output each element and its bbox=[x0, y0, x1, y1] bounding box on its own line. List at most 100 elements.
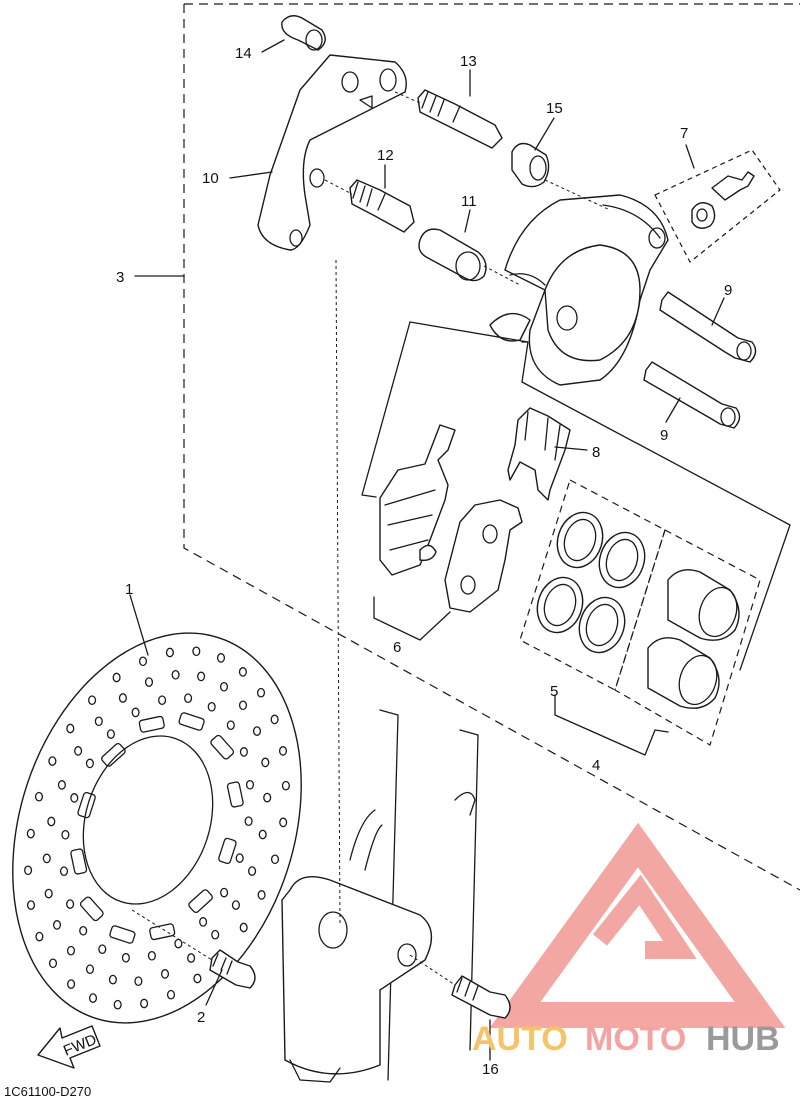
piston-kit-outline bbox=[614, 529, 761, 746]
diagram-code: 1C61100-D270 bbox=[4, 1084, 91, 1099]
disc-hole bbox=[48, 756, 57, 766]
watermark-hub: HUB bbox=[706, 1020, 780, 1058]
disc-hole bbox=[207, 701, 216, 712]
callout-14: 14 bbox=[235, 45, 252, 62]
callout-5: 5 bbox=[550, 683, 558, 700]
disc-hole bbox=[281, 780, 290, 791]
disc-hole bbox=[66, 899, 75, 909]
disc-hole bbox=[248, 866, 257, 876]
disc-hole bbox=[144, 677, 154, 687]
brake-pad-rear bbox=[444, 499, 523, 613]
disc-hole bbox=[270, 854, 280, 865]
slide-sleeve bbox=[418, 228, 487, 282]
disc-hole bbox=[131, 707, 140, 718]
bleed-screw-box bbox=[654, 149, 781, 263]
callout-10: 10 bbox=[202, 170, 219, 187]
disc-bolt bbox=[209, 949, 256, 989]
front-fork bbox=[281, 709, 479, 1083]
disc-hole bbox=[112, 672, 121, 683]
disc-hole bbox=[67, 979, 76, 989]
disc-hole bbox=[165, 647, 174, 658]
disc-hole bbox=[108, 974, 117, 985]
caliper-body bbox=[489, 194, 669, 386]
pad-spring bbox=[507, 407, 571, 501]
disc-hole bbox=[219, 681, 229, 692]
disc-hole bbox=[279, 817, 288, 828]
disc-hole bbox=[66, 723, 75, 734]
disc-hole bbox=[48, 958, 58, 969]
disc-hole bbox=[85, 964, 95, 975]
disc-hole bbox=[94, 716, 103, 727]
watermark-moto: MOTO bbox=[585, 1020, 686, 1058]
brake-disc bbox=[12, 632, 302, 1024]
disc-hole bbox=[197, 671, 206, 682]
disc-hole bbox=[239, 922, 248, 933]
pin-bolt-short bbox=[349, 179, 415, 233]
callout-15: 15 bbox=[546, 100, 563, 117]
callout-12: 12 bbox=[377, 147, 394, 164]
disc-hole bbox=[252, 726, 262, 736]
disc-hole bbox=[26, 900, 36, 910]
disc-hole bbox=[238, 700, 248, 711]
disc-hole bbox=[118, 693, 127, 703]
disc-hole bbox=[121, 952, 130, 963]
disc-hole bbox=[52, 920, 62, 930]
disc-hole bbox=[216, 653, 226, 663]
disc-slot bbox=[188, 889, 213, 914]
disc-hole bbox=[231, 900, 240, 910]
disc-hole bbox=[57, 780, 66, 790]
disc-hole bbox=[74, 746, 83, 756]
caliper-mount-bolt bbox=[451, 975, 511, 1019]
brake-pad-front bbox=[379, 424, 456, 576]
disc-hole bbox=[199, 917, 208, 927]
disc-slot bbox=[149, 923, 176, 941]
watermark-auto: AUTO bbox=[472, 1020, 568, 1058]
disc-hole bbox=[26, 828, 35, 839]
disc-hole bbox=[34, 791, 44, 802]
disc-hole bbox=[85, 758, 94, 769]
disc-hole bbox=[278, 746, 288, 756]
disc-hole bbox=[257, 890, 266, 900]
callout-2: 2 bbox=[197, 1009, 205, 1026]
watermark-logo bbox=[489, 822, 786, 1028]
disc-hole bbox=[226, 720, 235, 731]
disc-slot bbox=[178, 712, 205, 731]
seal-kit-outline bbox=[519, 479, 666, 691]
disc-hole bbox=[211, 929, 220, 940]
forward-arrow-icon: FWD bbox=[37, 1025, 101, 1069]
callout-16: 16 bbox=[482, 1061, 499, 1078]
callout-3: 3 bbox=[116, 269, 124, 286]
disc-hole bbox=[235, 853, 244, 863]
disc-hole bbox=[158, 695, 167, 706]
disc-slot bbox=[210, 734, 235, 760]
disc-slot bbox=[101, 742, 126, 767]
disc-slot bbox=[77, 791, 96, 819]
caliper-assembly-outline bbox=[183, 3, 800, 891]
disc-hole bbox=[24, 865, 33, 876]
disc-hole bbox=[35, 931, 44, 942]
caliper-bolt-upper bbox=[659, 291, 757, 363]
callout-8: 8 bbox=[592, 444, 600, 461]
disc-hole bbox=[256, 687, 266, 698]
disc-hole bbox=[70, 793, 79, 803]
disc-hole bbox=[220, 887, 229, 898]
disc-hole bbox=[160, 969, 170, 979]
callout-13: 13 bbox=[460, 53, 477, 70]
disc-hole bbox=[79, 925, 88, 936]
disc-slot bbox=[109, 925, 136, 944]
disc-hole bbox=[42, 853, 51, 864]
disc-hole bbox=[258, 829, 267, 840]
callout-7: 7 bbox=[680, 125, 688, 142]
rubber-boot bbox=[511, 142, 550, 188]
disc-hole bbox=[147, 950, 156, 961]
disc-hole bbox=[113, 999, 122, 1010]
disc-slot bbox=[226, 781, 244, 808]
disc-hole bbox=[244, 816, 253, 827]
disc-hole bbox=[106, 729, 115, 739]
disc-hole bbox=[88, 993, 98, 1003]
disc-hole bbox=[61, 829, 70, 840]
callout-9-upper: 9 bbox=[724, 282, 732, 299]
disc-slot bbox=[138, 715, 165, 733]
disc-hole bbox=[261, 757, 270, 768]
caliper-bracket bbox=[257, 54, 407, 251]
